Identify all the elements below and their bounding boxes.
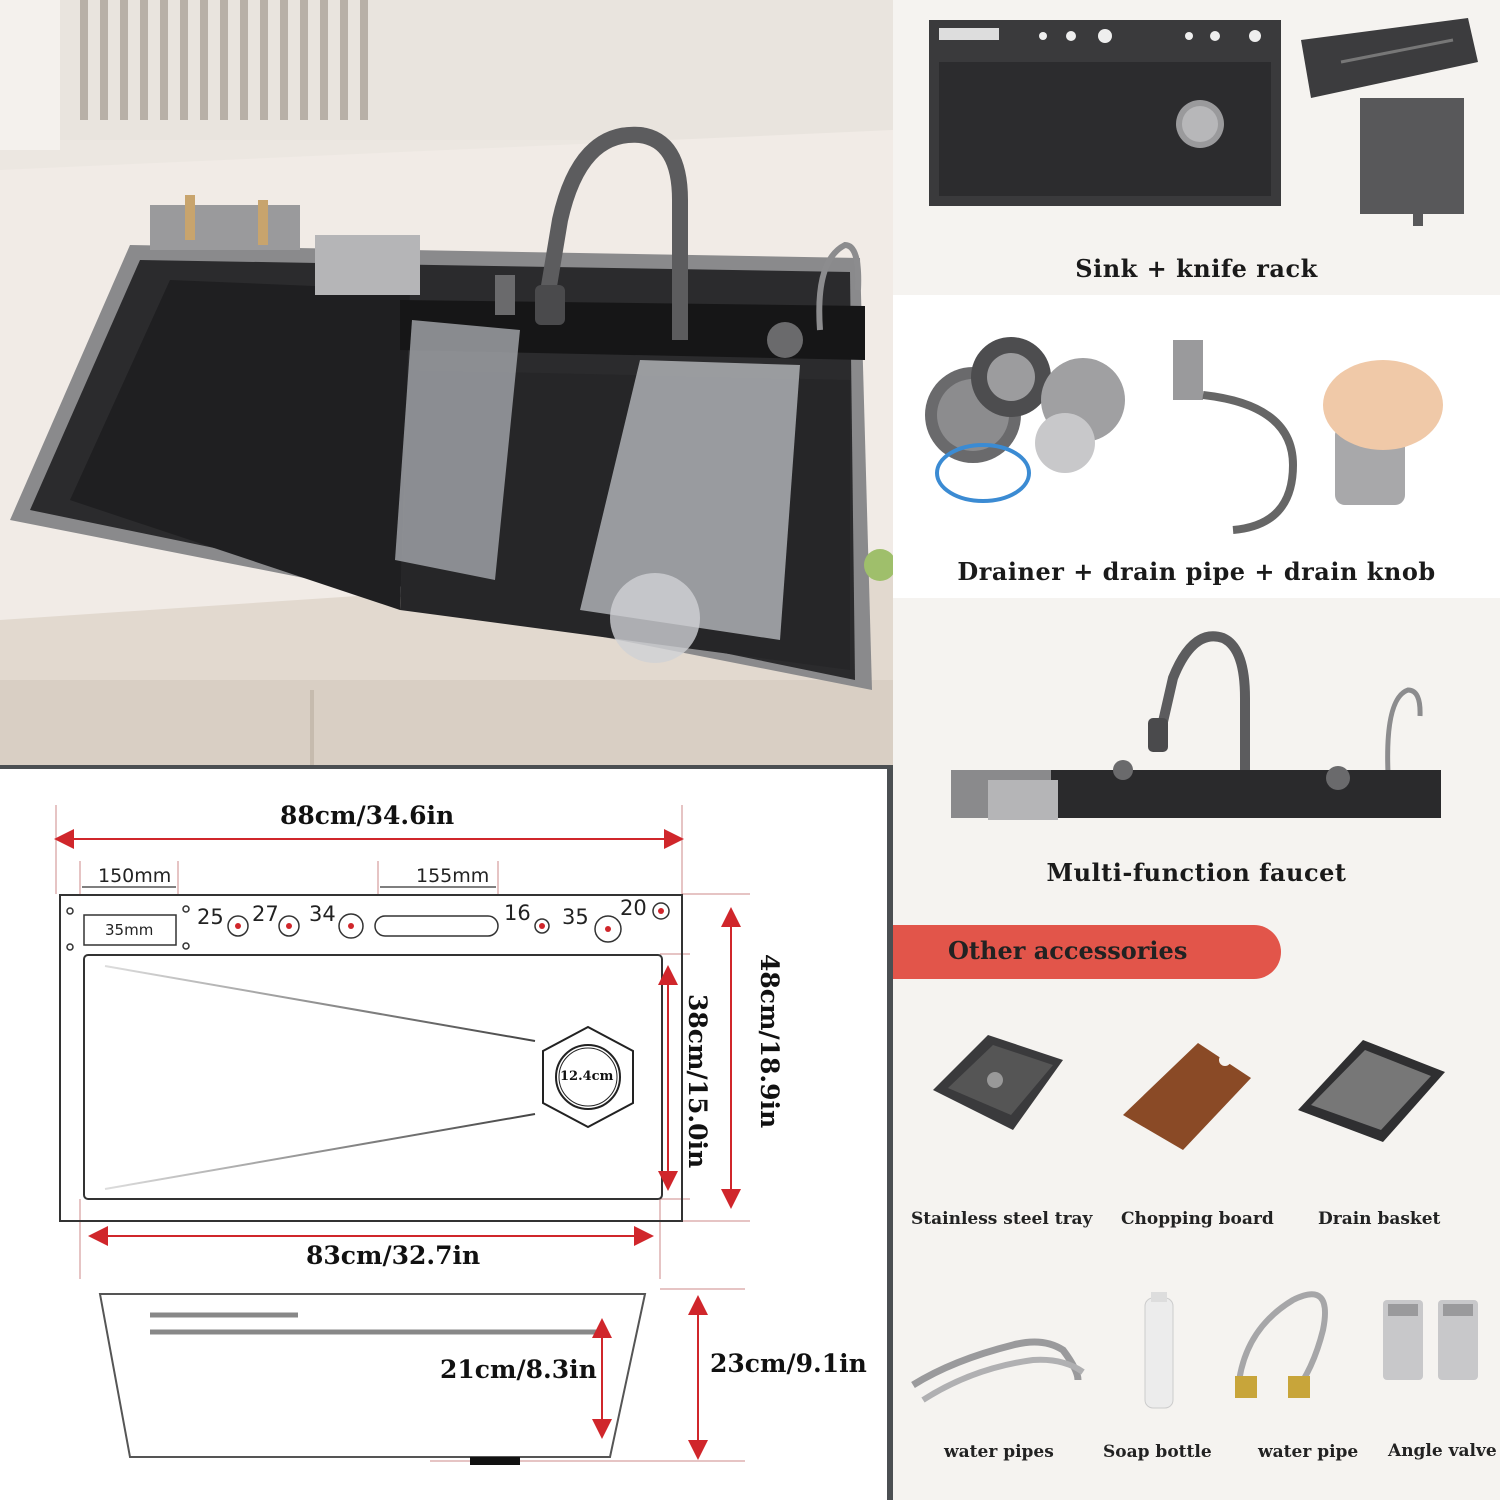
sink-knife-rack-caption: Sink + knife rack (1075, 254, 1318, 283)
dimension-diagram: 88cm/34.6in 150mm 155mm 35mm 25 27 34 16… (0, 765, 893, 1500)
width-basin-label: 83cm/32.7in (306, 1241, 481, 1270)
drain-diameter-label: 12.4cm (560, 1069, 614, 1084)
accessories-section: Other accessories Stainless steel tray C… (893, 900, 1500, 1500)
drainer-section: Drainer + drain pipe + drain knob (893, 295, 1500, 598)
accessory-angle-valve: Angle valve (1388, 1441, 1497, 1461)
hole-25: 25 (197, 905, 224, 929)
depth-total-label: 48cm/18.9in (755, 954, 784, 1129)
accessory-water-pipes: water pipes (944, 1442, 1054, 1462)
sink-knife-rack-section: Sink + knife rack (893, 0, 1500, 295)
slot-height-label: 35mm (105, 921, 154, 939)
accessory-chopping-board: Chopping board (1121, 1209, 1274, 1229)
depth-basin-label: 38cm/15.0in (683, 994, 712, 1169)
hole-16: 16 (504, 901, 531, 925)
drainer-caption: Drainer + drain pipe + drain knob (957, 557, 1436, 586)
accessories-banner (893, 925, 1281, 979)
knife-slot-label: 150mm (98, 865, 172, 887)
hero-photo (0, 0, 893, 765)
accessory-soap-bottle: Soap bottle (1103, 1442, 1212, 1462)
faucet-caption: Multi-function faucet (1046, 858, 1347, 887)
width-total-label: 88cm/34.6in (280, 801, 455, 830)
faucet-section: Multi-function faucet (893, 598, 1500, 900)
hole-34: 34 (309, 902, 336, 926)
hole-35: 35 (562, 905, 589, 929)
display-slot-label: 155mm (416, 865, 490, 887)
accessory-water-pipe: water pipe (1258, 1442, 1359, 1462)
hole-27: 27 (252, 902, 279, 926)
height-basin-label: 21cm/8.3in (440, 1355, 597, 1384)
hole-20: 20 (620, 896, 647, 920)
accessory-drain-basket: Drain basket (1318, 1209, 1441, 1229)
accessory-stainless-steel-tray: Stainless steel tray (911, 1209, 1093, 1229)
accessories-header: Other accessories (948, 936, 1188, 965)
height-total-label: 23cm/9.1in (710, 1349, 867, 1378)
